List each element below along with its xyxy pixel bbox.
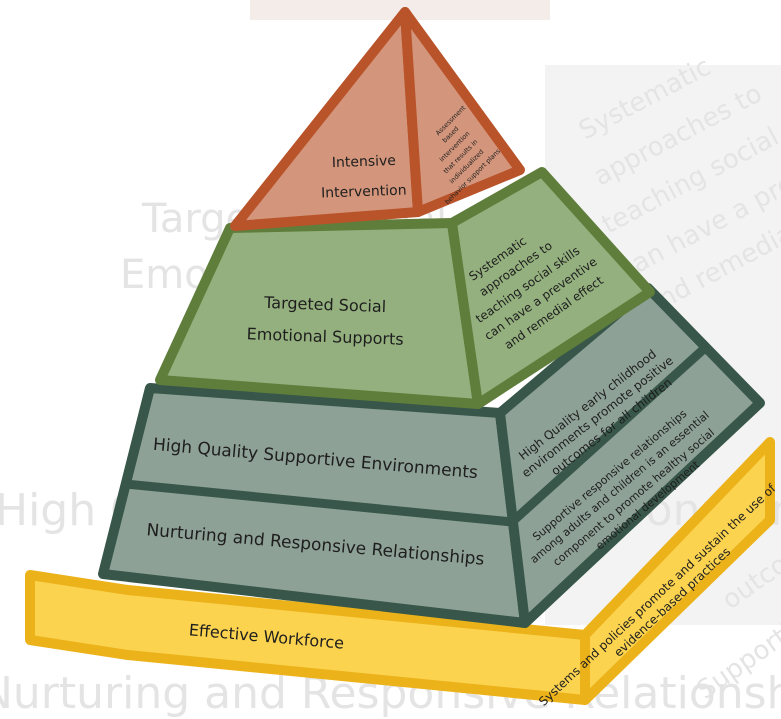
intensive-side-face [400, 7, 525, 217]
foundation-side-divider [508, 343, 710, 526]
foundation-tier: High Quality Supportive Environments Nur… [98, 283, 765, 628]
targeted-title-line-1: Targeted Social [263, 293, 387, 316]
targeted-tier: Targeted Social Emotional Supports Syste… [155, 167, 655, 409]
foundation-front-divider [125, 479, 513, 527]
intensive-title-line-2: Intervention [321, 183, 407, 202]
intensive-title-line-1: Intensive [332, 153, 397, 171]
base-side-face [580, 437, 775, 705]
background-top-shape [250, 0, 550, 20]
targeted-side-face [447, 167, 655, 409]
intensive-tier: Intensive Intervention Assessment based … [230, 7, 525, 231]
